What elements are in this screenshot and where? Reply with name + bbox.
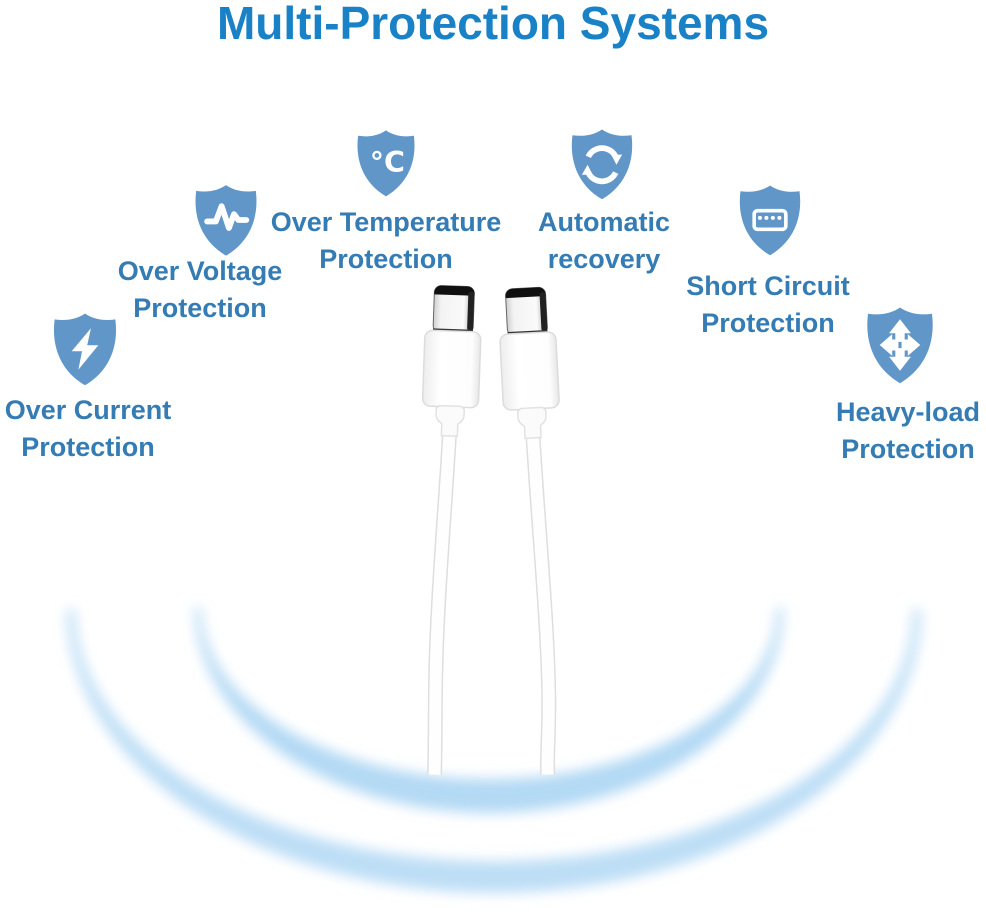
usb-c-connector-left [421, 285, 482, 775]
signal-wave-inner-arc [195, 607, 783, 813]
usb-c-connector-right [499, 286, 560, 775]
four-arrows-shield-icon [867, 307, 933, 384]
svg-text:°C: °C [370, 145, 405, 179]
lightning-shield-icon [53, 313, 117, 386]
recovery-arrows-shield-icon [571, 129, 633, 200]
circuit-component-shield-icon [739, 185, 801, 256]
temperature-shield-icon: °C [357, 130, 415, 197]
page-title: Multi-Protection Systems [216, 0, 770, 49]
signal-wave-outer-arc [67, 609, 921, 893]
pulse-wave-shield-icon [195, 185, 257, 256]
